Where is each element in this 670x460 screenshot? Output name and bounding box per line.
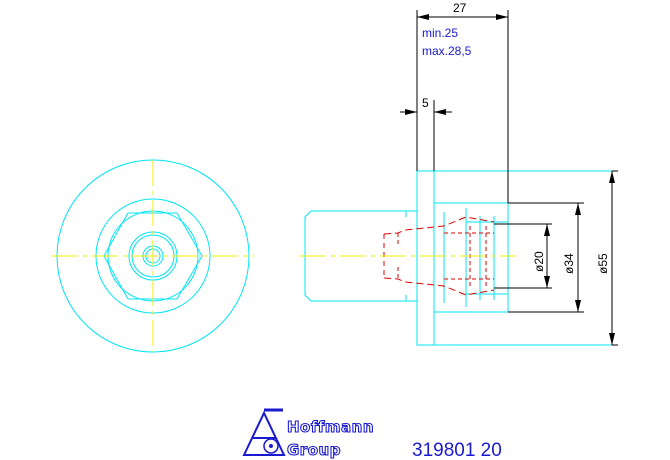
dim-55-arrow-bottom <box>609 333 615 345</box>
dim-34-arrow-top <box>575 203 581 215</box>
logo-triangle <box>242 410 286 456</box>
hidden-thread-upper <box>383 216 495 235</box>
side-view-flange <box>416 170 613 346</box>
dim-20-arrow-bottom <box>544 276 550 288</box>
dim-27-arrow-right <box>496 14 508 20</box>
dim-34-arrow-bottom <box>575 300 581 312</box>
dim-5-label: 5 <box>422 96 429 110</box>
dim-27-label: 27 <box>453 1 467 15</box>
dimensions <box>400 10 618 346</box>
dim-55-arrow-top <box>609 171 615 183</box>
part-number: 319801 20 <box>412 440 502 460</box>
logo-sun-core <box>269 444 273 448</box>
hidden-thread-lower <box>383 277 495 296</box>
dim-5-arrow-right <box>434 109 446 115</box>
brand-name-line1: Hoffmann <box>287 418 374 436</box>
dim-max-note: max.28,5 <box>422 44 472 58</box>
hoffmann-group-logo-icon <box>242 408 286 456</box>
dim-20-arrow-top <box>544 224 550 236</box>
dim-27-arrow-left <box>417 14 429 20</box>
dim-34-label: ø34 <box>562 253 576 274</box>
side-view-head <box>433 202 509 313</box>
dim-20-label: ø20 <box>532 251 546 272</box>
dim-5-arrow-left <box>405 109 417 115</box>
dim-55-label: ø55 <box>596 253 610 274</box>
brand-name-line2: Group <box>287 441 341 459</box>
dim-min-note: min.25 <box>422 26 458 40</box>
front-view <box>52 159 254 353</box>
logo-sun <box>263 438 279 454</box>
